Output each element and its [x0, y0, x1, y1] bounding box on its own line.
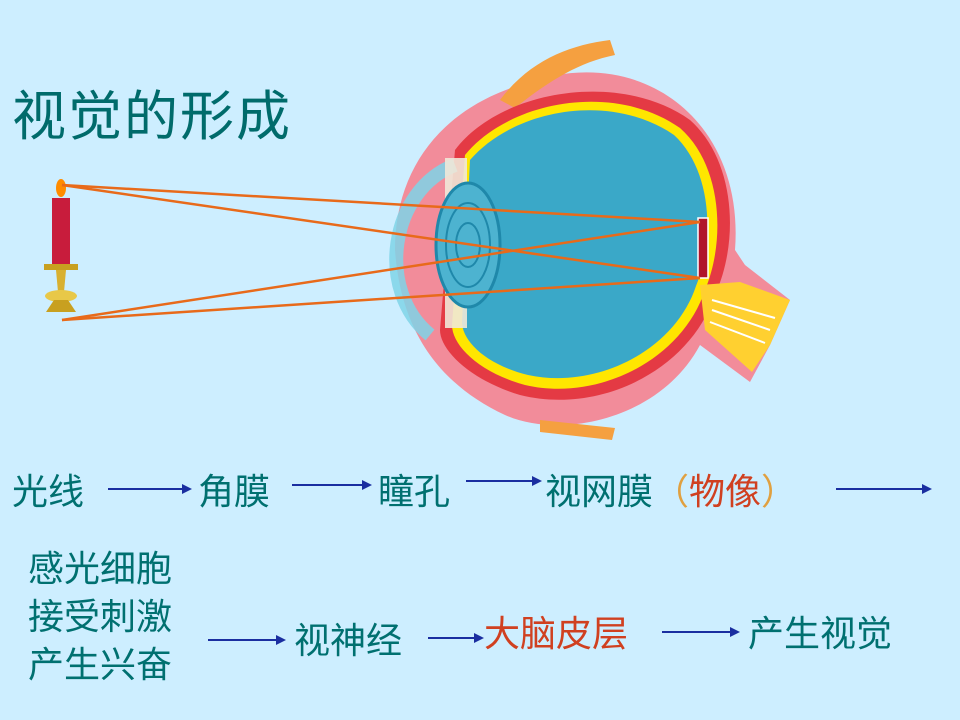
label-pupil: 瞳孔	[378, 472, 451, 513]
eye-muscle-bottom	[540, 420, 615, 440]
label-receptor-line3: 产生兴奋	[28, 645, 173, 686]
arrow-cortex-to-vision	[662, 627, 740, 637]
arrow-retina-to-receptor	[836, 484, 932, 494]
cornea	[389, 158, 458, 341]
paren-close: ）	[761, 472, 798, 513]
arrow-pupil-to-retina	[466, 476, 542, 486]
paren-open: （	[653, 472, 690, 513]
eyeball-cross-section	[389, 40, 790, 440]
light-rays	[61, 183, 701, 322]
retina-image	[697, 217, 709, 279]
label-optic-nerve: 视神经	[294, 621, 403, 662]
arrow-cornea-to-pupil	[292, 480, 372, 490]
label-cornea: 角膜	[198, 472, 271, 513]
label-retina: 视网膜（物像）	[545, 463, 797, 515]
candle-icon	[44, 179, 78, 312]
arrow-receptor-to-nerve	[208, 635, 286, 645]
label-image: 物像	[689, 472, 762, 513]
eye-muscle-top	[500, 40, 615, 108]
label-light: 光线	[12, 472, 85, 513]
label-vision: 产生视觉	[748, 614, 893, 655]
eye-diagram	[44, 40, 790, 440]
label-receptor-line2: 接受刺激	[28, 597, 173, 638]
vitreous-body	[462, 110, 708, 379]
page-title: 视觉的形成	[12, 85, 292, 148]
label-receptor: 感光细胞 接受刺激 产生兴奋	[28, 546, 172, 690]
arrow-nerve-to-cortex	[428, 633, 484, 643]
optic-nerve	[700, 282, 790, 372]
arrow-light-to-cornea	[108, 484, 192, 494]
label-cortex: 大脑皮层	[484, 614, 629, 655]
label-receptor-line1: 感光细胞	[28, 549, 173, 590]
label-retina-text: 视网膜	[545, 472, 654, 513]
